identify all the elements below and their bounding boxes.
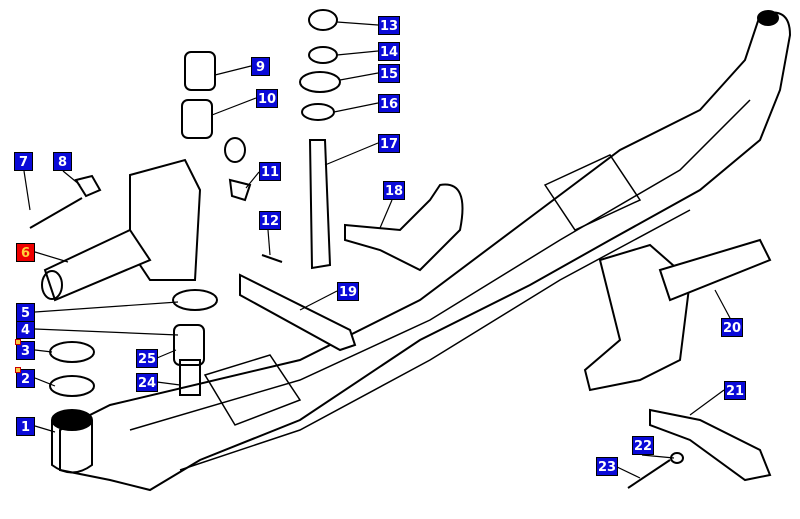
callout-12[interactable]: 12 (259, 211, 281, 230)
leader-lines (23, 21, 731, 479)
callout-14[interactable]: 14 (378, 42, 400, 61)
marker-2 (15, 367, 21, 373)
callout-25[interactable]: 25 (136, 349, 158, 368)
callout-24[interactable]: 24 (136, 373, 158, 392)
callout-17[interactable]: 17 (378, 134, 400, 153)
callout-9[interactable]: 9 (251, 57, 270, 76)
callout-6-selected[interactable]: 6 (16, 243, 35, 262)
callout-2[interactable]: 2 (16, 369, 35, 388)
callout-19[interactable]: 19 (337, 282, 359, 301)
parts (29, 9, 772, 489)
callout-11[interactable]: 11 (259, 162, 281, 181)
callout-18[interactable]: 18 (383, 181, 405, 200)
axle-beam (51, 10, 792, 492)
callout-23[interactable]: 23 (596, 457, 618, 476)
callout-20[interactable]: 20 (721, 318, 743, 337)
callout-15[interactable]: 15 (378, 64, 400, 83)
callout-1[interactable]: 1 (16, 417, 35, 436)
callout-8[interactable]: 8 (53, 152, 72, 171)
callout-10[interactable]: 10 (256, 89, 278, 108)
callout-16[interactable]: 16 (378, 94, 400, 113)
callout-5[interactable]: 5 (16, 303, 35, 322)
callout-7[interactable]: 7 (14, 152, 33, 171)
callout-22[interactable]: 22 (632, 436, 654, 455)
callout-13[interactable]: 13 (378, 16, 400, 35)
marker-3 (15, 339, 21, 345)
callout-21[interactable]: 21 (724, 381, 746, 400)
callout-3[interactable]: 3 (16, 341, 35, 360)
